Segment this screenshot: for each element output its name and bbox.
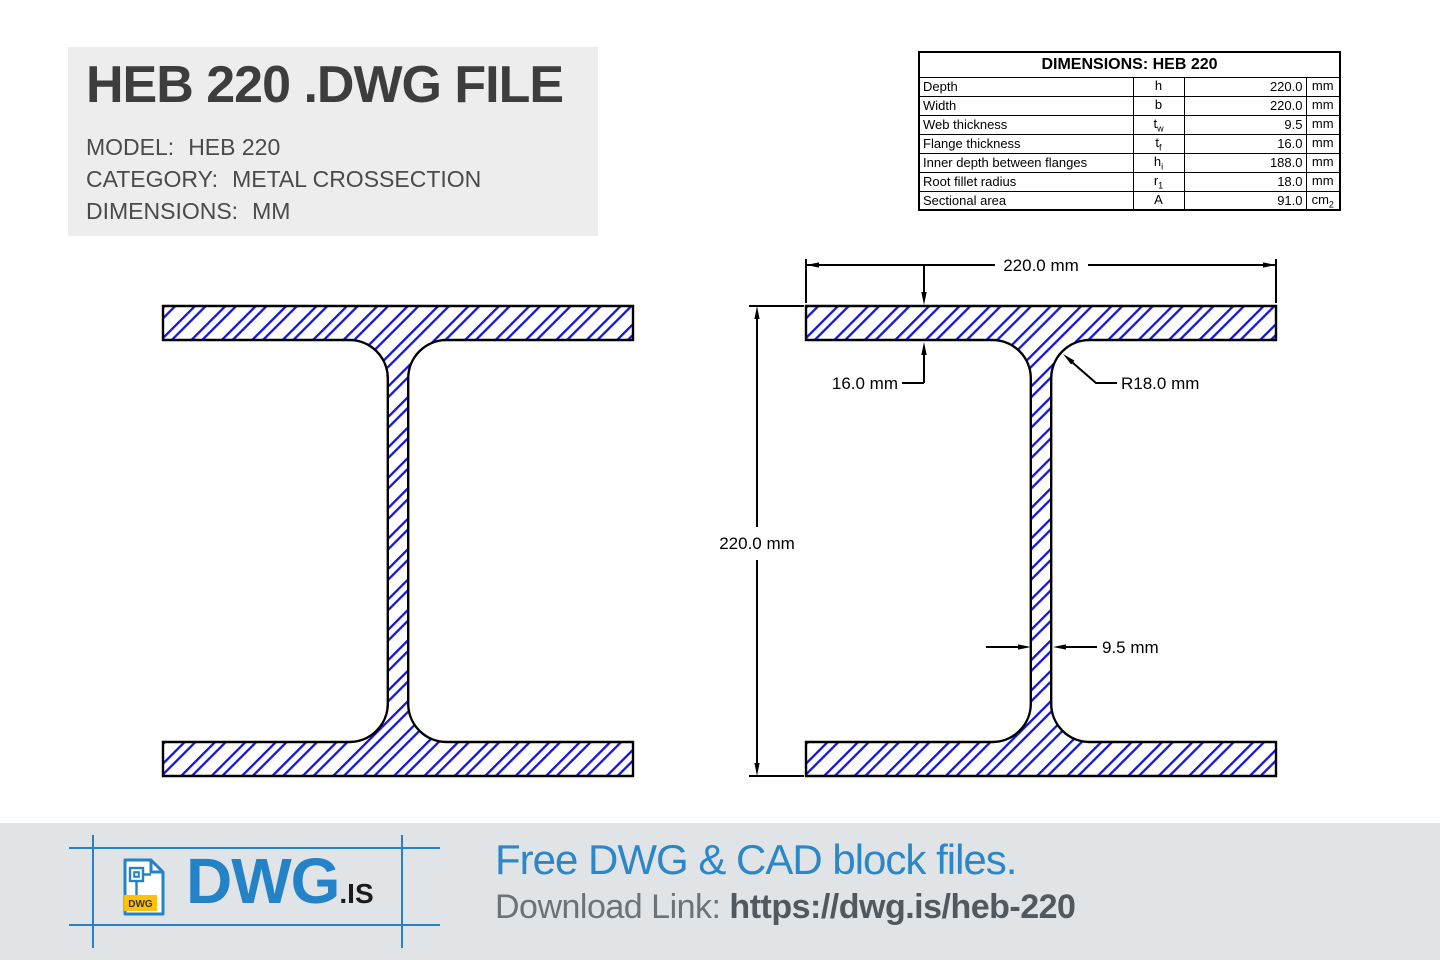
value-cell: 91.0 <box>1183 190 1307 211</box>
beam-section-right <box>804 304 1278 778</box>
property-cell: Depth <box>918 76 1134 97</box>
footer-text-block: Free DWG & CAD block files. Download Lin… <box>495 836 1076 927</box>
arrowhead-down <box>921 292 927 305</box>
badge-background <box>124 895 157 911</box>
dim-width-label: 220.0 mm <box>1003 256 1079 275</box>
beam-section-left <box>161 304 635 778</box>
table-row: Sectional area A 91.0 cm2 <box>918 190 1341 211</box>
meta-label: DIMENSIONS: <box>86 198 239 224</box>
symbol-text: r <box>1153 172 1159 188</box>
meta-category: CATEGORY: METAL CROSSECTION <box>86 163 481 195</box>
unit-text: mm <box>1311 96 1334 112</box>
dimensions-table: DIMENSIONS: HEB 220 Depth h 220.0 mm Wid… <box>918 51 1341 212</box>
unit-subscript: 2 <box>1328 199 1334 210</box>
dim-height: 220.0 mm <box>719 305 804 777</box>
download-url-link[interactable]: https://dwg.is/heb-220 <box>729 888 1076 926</box>
meta-label: MODEL: <box>86 134 175 160</box>
footer-banner: DWG DWG.IS Free DWG & CAD block files. D… <box>0 823 1440 960</box>
property-cell: Sectional area <box>918 190 1134 211</box>
crop-mark-line <box>69 847 440 849</box>
arrowhead-down <box>754 763 760 776</box>
meta-model: MODEL: HEB 220 <box>86 131 481 163</box>
badge-label: DWG <box>128 899 153 910</box>
property-cell: Inner depth between flanges <box>918 152 1134 173</box>
dim-height-label: 220.0 mm <box>719 534 795 553</box>
meta-value: METAL CROSSECTION <box>232 166 482 192</box>
unit-text: mm <box>1311 172 1334 188</box>
unit-text: mm <box>1311 134 1334 150</box>
table-row: Inner depth between flanges hi 188.0 mm <box>918 152 1341 173</box>
property-cell: Root fillet radius <box>918 171 1134 192</box>
arrowhead-up <box>754 306 760 319</box>
arrowhead-right <box>1018 644 1031 650</box>
beam-outline <box>161 304 635 778</box>
symbol-text: t <box>1153 115 1158 131</box>
table-title: DIMENSIONS: HEB 220 <box>918 51 1341 78</box>
symbol-subscript: w <box>1157 123 1164 134</box>
unit-text: cm <box>1311 191 1329 207</box>
table-row: Root fillet radius r1 18.0 mm <box>918 171 1341 192</box>
symbol-subscript: 1 <box>1158 180 1164 191</box>
crop-mark-line <box>69 924 440 926</box>
symbol-text: b <box>1154 96 1163 112</box>
dim-web-thickness: 9.5 mm <box>986 638 1159 657</box>
arrowhead-up <box>921 342 927 355</box>
download-line: Download Link: https://dwg.is/heb-220 <box>495 888 1076 927</box>
unit-text: mm <box>1311 77 1334 93</box>
symbol-text: t <box>1155 134 1160 150</box>
meta-value: HEB 220 <box>188 134 281 160</box>
table-title-row: DIMENSIONS: HEB 220 <box>918 51 1341 78</box>
arrowhead-right <box>1263 262 1276 268</box>
unit-cell: cm2 <box>1305 190 1341 211</box>
meta-list: MODEL: HEB 220 CATEGORY: METAL CROSSECTION… <box>86 131 481 227</box>
dim-web-label: 9.5 mm <box>1102 638 1159 657</box>
dim-radius-label: R18.0 mm <box>1121 374 1199 393</box>
plot-square-inner <box>133 871 140 878</box>
meta-dimensions: DIMENSIONS: MM <box>86 195 481 227</box>
plot-square <box>128 866 145 883</box>
leader-line <box>1068 358 1117 384</box>
arrowhead-left <box>1053 644 1066 650</box>
dwg-is-logo: DWG.IS <box>186 845 374 917</box>
table-row: Depth h 220.0 mm <box>918 76 1341 97</box>
meta-value: MM <box>252 198 291 224</box>
dwg-file-icon: DWG <box>123 858 165 916</box>
unit-cell: mm <box>1305 171 1341 192</box>
meta-label: CATEGORY: <box>86 166 219 192</box>
footer-tagline: Free DWG & CAD block files. <box>495 836 1017 883</box>
table-row: Width b 220.0 mm <box>918 95 1341 116</box>
title-panel: HEB 220 .DWG FILE MODEL: HEB 220 CATEGORY… <box>68 47 598 236</box>
symbol-subscript: i <box>1161 161 1164 172</box>
dim-width: 220.0 mm <box>805 256 1277 303</box>
dim-flange-thickness: 16.0 mm <box>832 265 927 393</box>
unit-text: mm <box>1311 115 1334 131</box>
unit-text: mm <box>1311 153 1334 169</box>
page-title: HEB 220 .DWG FILE <box>86 56 564 114</box>
unit-cell: mm <box>1305 152 1341 173</box>
property-cell: Web thickness <box>918 114 1134 135</box>
unit-cell: mm <box>1305 95 1341 116</box>
symbol-text: h <box>1153 153 1162 169</box>
crop-mark-line <box>92 835 94 948</box>
symbol-text: h <box>1154 77 1163 93</box>
arrowhead-upleft <box>1063 354 1075 365</box>
file-fold <box>149 860 163 874</box>
dimension-annotations: 220.0 mm 16.0 mm R18.0 mm <box>719 256 1277 777</box>
dim-flange-label: 16.0 mm <box>832 374 898 393</box>
value-cell: 18.0 <box>1183 171 1307 192</box>
symbol-text: A <box>1154 191 1163 207</box>
plot-lines <box>135 873 151 895</box>
crop-mark-line <box>401 835 403 948</box>
logo-text-suffix: .IS <box>339 878 374 909</box>
logo-text-main: DWG <box>186 845 340 917</box>
beam-outline <box>804 304 1278 778</box>
symbol-subscript: f <box>1159 142 1162 153</box>
arrowhead-left <box>806 262 819 268</box>
download-label: Download Link: <box>495 888 730 926</box>
dim-fillet-radius: R18.0 mm <box>1063 354 1199 393</box>
